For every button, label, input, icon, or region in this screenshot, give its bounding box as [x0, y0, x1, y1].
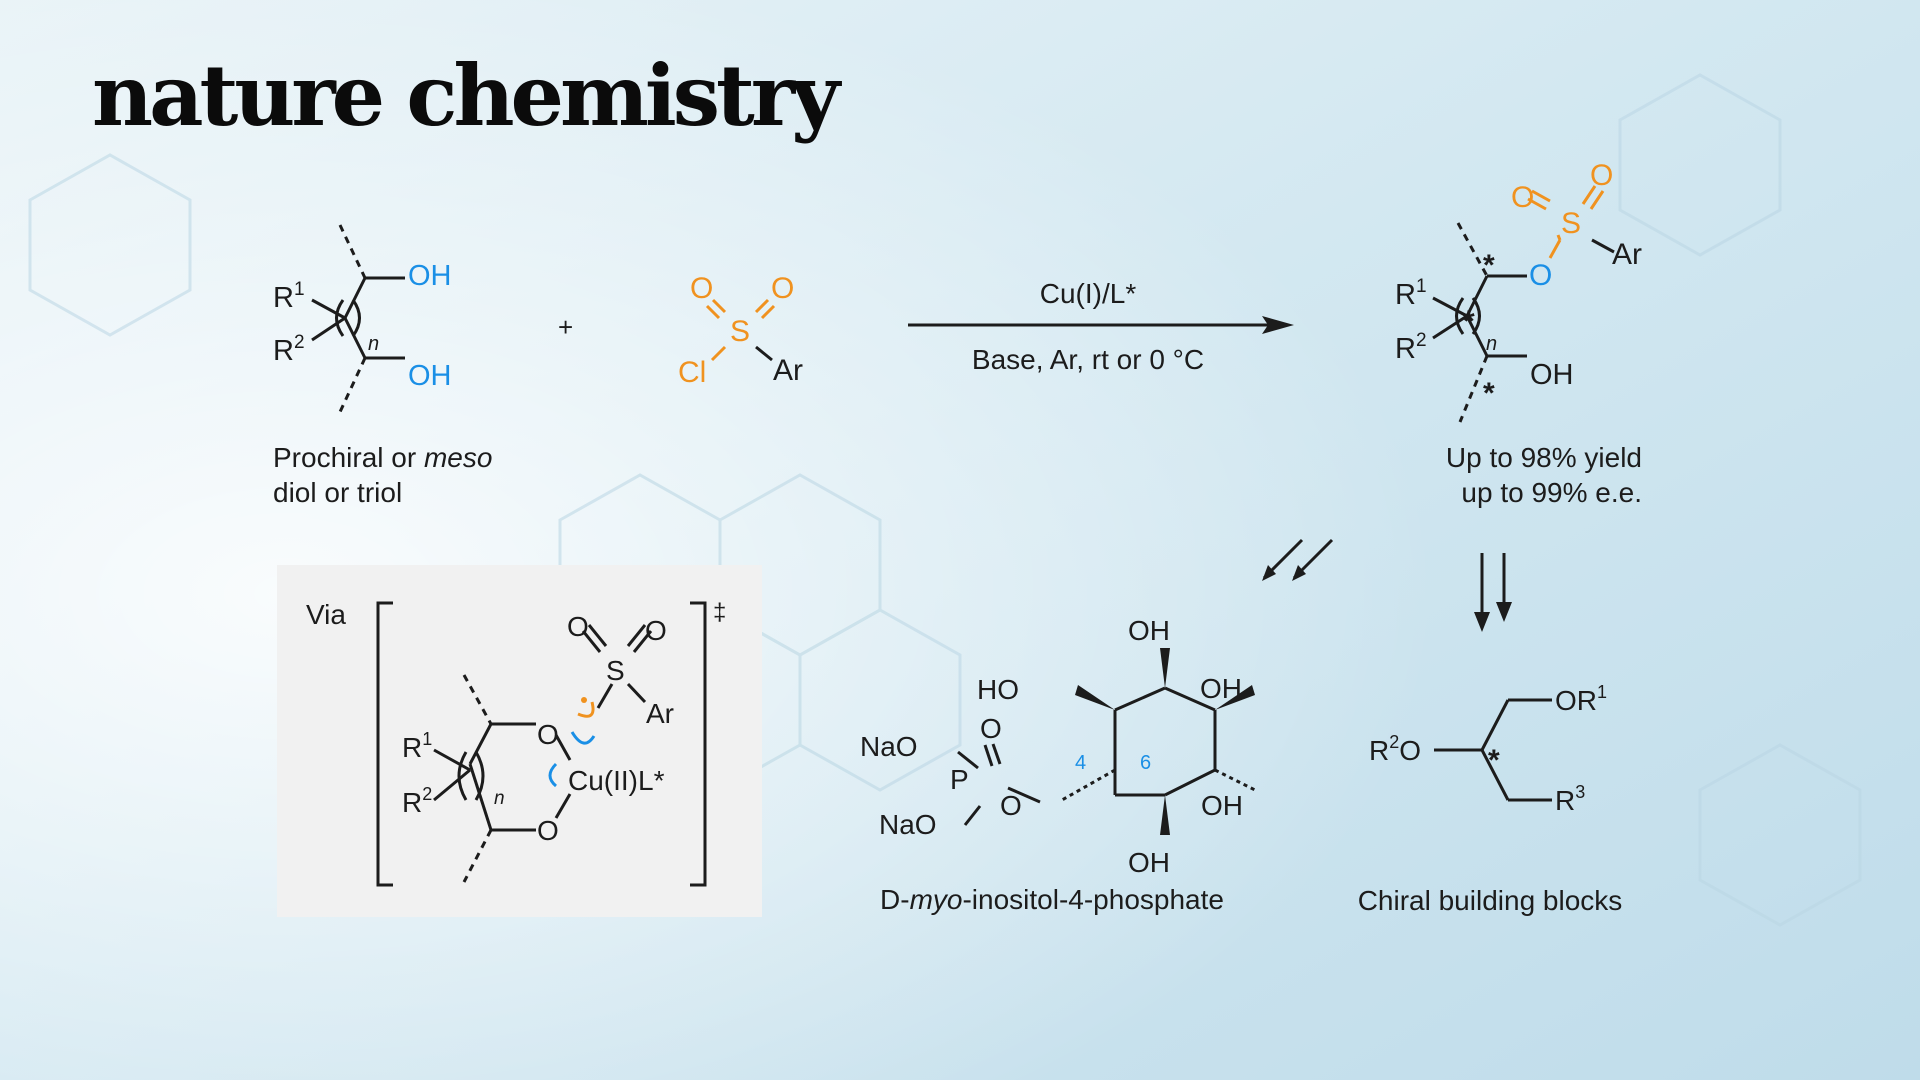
- chiral-building-block: OR1 R2O R3 * Chiral building blocks: [1358, 682, 1623, 916]
- inositol-ho-left: HO: [977, 674, 1019, 705]
- arrow-to-inositol: [1262, 538, 1334, 581]
- sulfonyl-cl: Cl: [678, 356, 706, 389]
- ts-dagger: ‡: [713, 599, 726, 626]
- diol-r2-sup: 2: [294, 332, 305, 353]
- ts-ar: Ar: [646, 698, 674, 729]
- ts-o2: O: [645, 615, 667, 646]
- svg-text:R2: R2: [1395, 330, 1427, 365]
- ts-via: Via: [306, 599, 346, 630]
- product: O O S Ar O OH R1 R2 n * * * Up to 98% yi…: [1395, 159, 1642, 508]
- diol-oh-bottom: OH: [408, 360, 452, 392]
- ts-n: n: [494, 788, 505, 809]
- bb-r2-o: O: [1399, 735, 1421, 766]
- diol-caption-em: meso: [424, 442, 492, 473]
- inositol-p: P: [950, 764, 969, 795]
- inositol-nao1: NaO: [860, 731, 918, 762]
- arrow-to-building-block: [1474, 553, 1512, 632]
- product-star-2: *: [1463, 305, 1475, 338]
- inositol-oh-right: OH: [1200, 673, 1242, 704]
- sulfonyl-ar: Ar: [773, 354, 803, 387]
- svg-text:D-myo-inositol-4-phosphate: D-myo-inositol-4-phosphate: [880, 884, 1224, 915]
- ts-blue-arrow-2: [548, 762, 558, 788]
- bb-r2-sup: 2: [1389, 732, 1399, 752]
- ts-s: S: [606, 655, 625, 686]
- sulfonyl-s: S: [730, 315, 750, 348]
- bb-r2: R: [1369, 735, 1389, 766]
- diol-caption-line2: diol or triol: [273, 477, 402, 508]
- ts-cu: Cu(II)L*: [568, 765, 665, 796]
- svg-text:R3: R3: [1555, 782, 1585, 816]
- ts-orange-arrow: [577, 701, 595, 718]
- product-star-1: *: [1483, 249, 1495, 282]
- bb-r3-sup: 3: [1575, 782, 1585, 802]
- inositol-caption-post: -inositol-4-phosphate: [962, 884, 1224, 915]
- svg-text:Prochiral or meso: Prochiral or meso: [273, 442, 492, 473]
- inositol-oh-bottom: OH: [1128, 847, 1170, 878]
- arrow-conditions-top: Cu(I)/L*: [1040, 278, 1137, 309]
- bb-or1: OR: [1555, 685, 1597, 716]
- ts-r1-sup: 1: [422, 729, 432, 749]
- svg-text:R2: R2: [402, 784, 432, 818]
- bb-r3: R: [1555, 785, 1575, 816]
- inositol-caption-em: myo: [910, 884, 963, 915]
- ts-r2: R: [402, 787, 422, 818]
- sulfonyl-chloride: O O S Cl Ar: [678, 272, 803, 389]
- product-o2: O: [1590, 159, 1613, 192]
- inositol-nao2: NaO: [879, 809, 937, 840]
- svg-text:R2O: R2O: [1369, 732, 1421, 766]
- ts-o-top: O: [537, 719, 559, 750]
- inositol-oh-right2: OH: [1201, 790, 1243, 821]
- diol-n: n: [368, 333, 379, 355]
- product-r1-sup: 1: [1416, 276, 1427, 297]
- ts-r1: R: [402, 732, 422, 763]
- svg-text:R2: R2: [273, 332, 305, 367]
- journal-logo: nature chemistry: [92, 46, 840, 145]
- svg-text:R1: R1: [1395, 276, 1427, 311]
- plus-sign: +: [558, 312, 573, 342]
- ts-o-bottom: O: [537, 815, 559, 846]
- bb-star: *: [1488, 744, 1500, 777]
- product-o-link: O: [1529, 259, 1552, 292]
- svg-text:R1: R1: [273, 279, 305, 314]
- diol-oh-top: OH: [408, 260, 452, 292]
- ts-r2-sup: 2: [422, 784, 432, 804]
- product-star-3: *: [1483, 377, 1495, 410]
- inositol-o-double: O: [980, 713, 1002, 744]
- diol-r1-sup: 1: [294, 279, 305, 300]
- inositol-oh-top: OH: [1128, 615, 1170, 646]
- diol-caption-pre: Prochiral or: [273, 442, 424, 473]
- product-oh: OH: [1530, 359, 1574, 391]
- ts-o1: O: [567, 611, 589, 642]
- sulfonyl-o2: O: [771, 272, 794, 305]
- product-ar: Ar: [1612, 238, 1642, 271]
- product-s: S: [1561, 207, 1581, 240]
- bb-caption: Chiral building blocks: [1358, 885, 1623, 916]
- svg-text:R1: R1: [402, 729, 432, 763]
- product-yield: Up to 98% yield: [1446, 442, 1642, 473]
- inositol-pos6: 6: [1140, 752, 1151, 774]
- transition-state-box: Via ‡ O O S Ar O O Cu(II)L* R1 R2 n: [277, 565, 762, 917]
- diol-r2: R: [273, 335, 294, 367]
- arrow-conditions-bottom: Base, Ar, rt or 0 °C: [972, 344, 1204, 375]
- product-n: n: [1486, 333, 1497, 355]
- product-r1: R: [1395, 279, 1416, 311]
- product-r2-sup: 2: [1416, 330, 1427, 351]
- inositol-caption-pre: D-: [880, 884, 910, 915]
- sulfonyl-o1: O: [690, 272, 713, 305]
- diol-r1: R: [273, 282, 294, 314]
- diol-reactant: OH OH R1 R2 n Prochiral or meso diol or …: [273, 224, 492, 508]
- inositol-phosphate: OH HO OH OH OH NaO NaO P O O 4 6 D-myo-i…: [860, 615, 1256, 915]
- inositol-pos4: 4: [1075, 752, 1086, 774]
- ts-blue-arrow-1: [570, 731, 596, 745]
- reaction-arrow: Cu(I)/L* Base, Ar, rt or 0 °C: [908, 278, 1294, 375]
- svg-text:OR1: OR1: [1555, 682, 1607, 716]
- product-r2: R: [1395, 333, 1416, 365]
- product-ee: up to 99% e.e.: [1461, 477, 1642, 508]
- product-o1: O: [1511, 181, 1534, 214]
- inositol-o-link: O: [1000, 790, 1022, 821]
- bb-or1-sup: 1: [1597, 682, 1607, 702]
